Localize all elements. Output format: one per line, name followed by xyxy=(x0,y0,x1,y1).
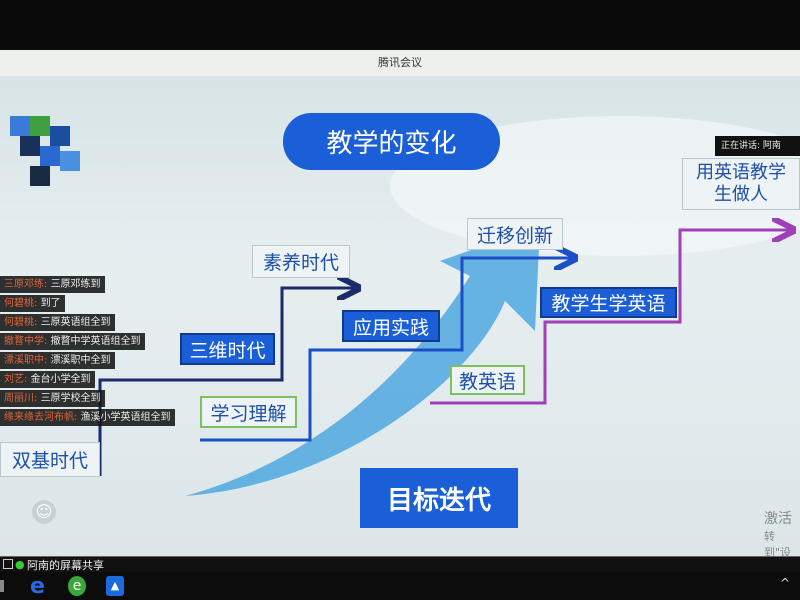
growth-arrow xyxy=(185,226,540,496)
chat-message: 何碧桃: 到了 xyxy=(0,295,65,312)
window-title-bar: 腾讯会议 xyxy=(0,50,800,76)
stage-sanwei: 三维时代 xyxy=(180,333,275,365)
microphone-icon[interactable]: ● xyxy=(15,558,25,571)
share-status-bar: ● 阿南的屏幕共享 xyxy=(0,556,800,572)
chat-message: 三原邓练: 三原邓练到 xyxy=(0,276,105,293)
goal-teach-english: 教英语 xyxy=(450,365,525,395)
chat-message: 撤瞀中学: 撤瞀中学英语组全到 xyxy=(0,333,145,350)
chat-message: 漂溪职中: 漂溪职中全到 xyxy=(0,352,115,369)
chat-message: 周丽川: 三原学校全到 xyxy=(0,390,105,407)
edge-icon[interactable]: e xyxy=(30,574,45,599)
activation-watermark: 激活 xyxy=(764,511,792,527)
stage-shuangji: 双基时代 xyxy=(0,442,100,477)
level-transfer: 迁移创新 xyxy=(467,218,563,250)
chat-message: 刘艺: 金台小学全到 xyxy=(0,371,95,388)
chat-message: 缘来缘去河布帆: 渔溪小学英语组全到 xyxy=(0,409,175,426)
goal-educate: 用英语教学生做人 xyxy=(682,158,800,210)
emoji-icon[interactable]: ☺ xyxy=(32,500,56,524)
level-apply: 应用实践 xyxy=(342,310,440,342)
screen-share-icon xyxy=(3,559,13,569)
goal-step-line xyxy=(430,230,790,405)
level-step-line xyxy=(200,258,572,442)
speaking-indicator: 正在讲话: 阿南 xyxy=(715,136,800,156)
slide-title: 教学的变化 xyxy=(283,113,500,170)
goal-teach-learn: 教学生学英语 xyxy=(540,287,677,318)
shared-slide: 教学的变化 双基时代 三维时代 素养时代 学习理解 应用实践 迁移创新 教英语 … xyxy=(0,76,800,556)
chat-message: 何碧桃: 三原英语组全到 xyxy=(0,314,115,331)
slide-footer: 目标迭代 xyxy=(360,468,518,528)
stage-suyang: 素养时代 xyxy=(252,245,350,278)
level-learn: 学习理解 xyxy=(200,396,297,428)
window-title: 腾讯会议 xyxy=(378,56,422,69)
activation-watermark-sub: 转到"设 xyxy=(764,530,792,556)
taskbar: e e ▲ ^ xyxy=(0,572,800,600)
ie-icon[interactable]: e xyxy=(68,576,86,596)
tencent-meeting-icon[interactable]: ▲ xyxy=(106,576,124,596)
share-label: 阿南的屏幕共享 xyxy=(27,559,104,572)
start-button[interactable] xyxy=(0,580,4,592)
logo xyxy=(10,116,80,186)
tray-expand-icon[interactable]: ^ xyxy=(780,576,791,590)
